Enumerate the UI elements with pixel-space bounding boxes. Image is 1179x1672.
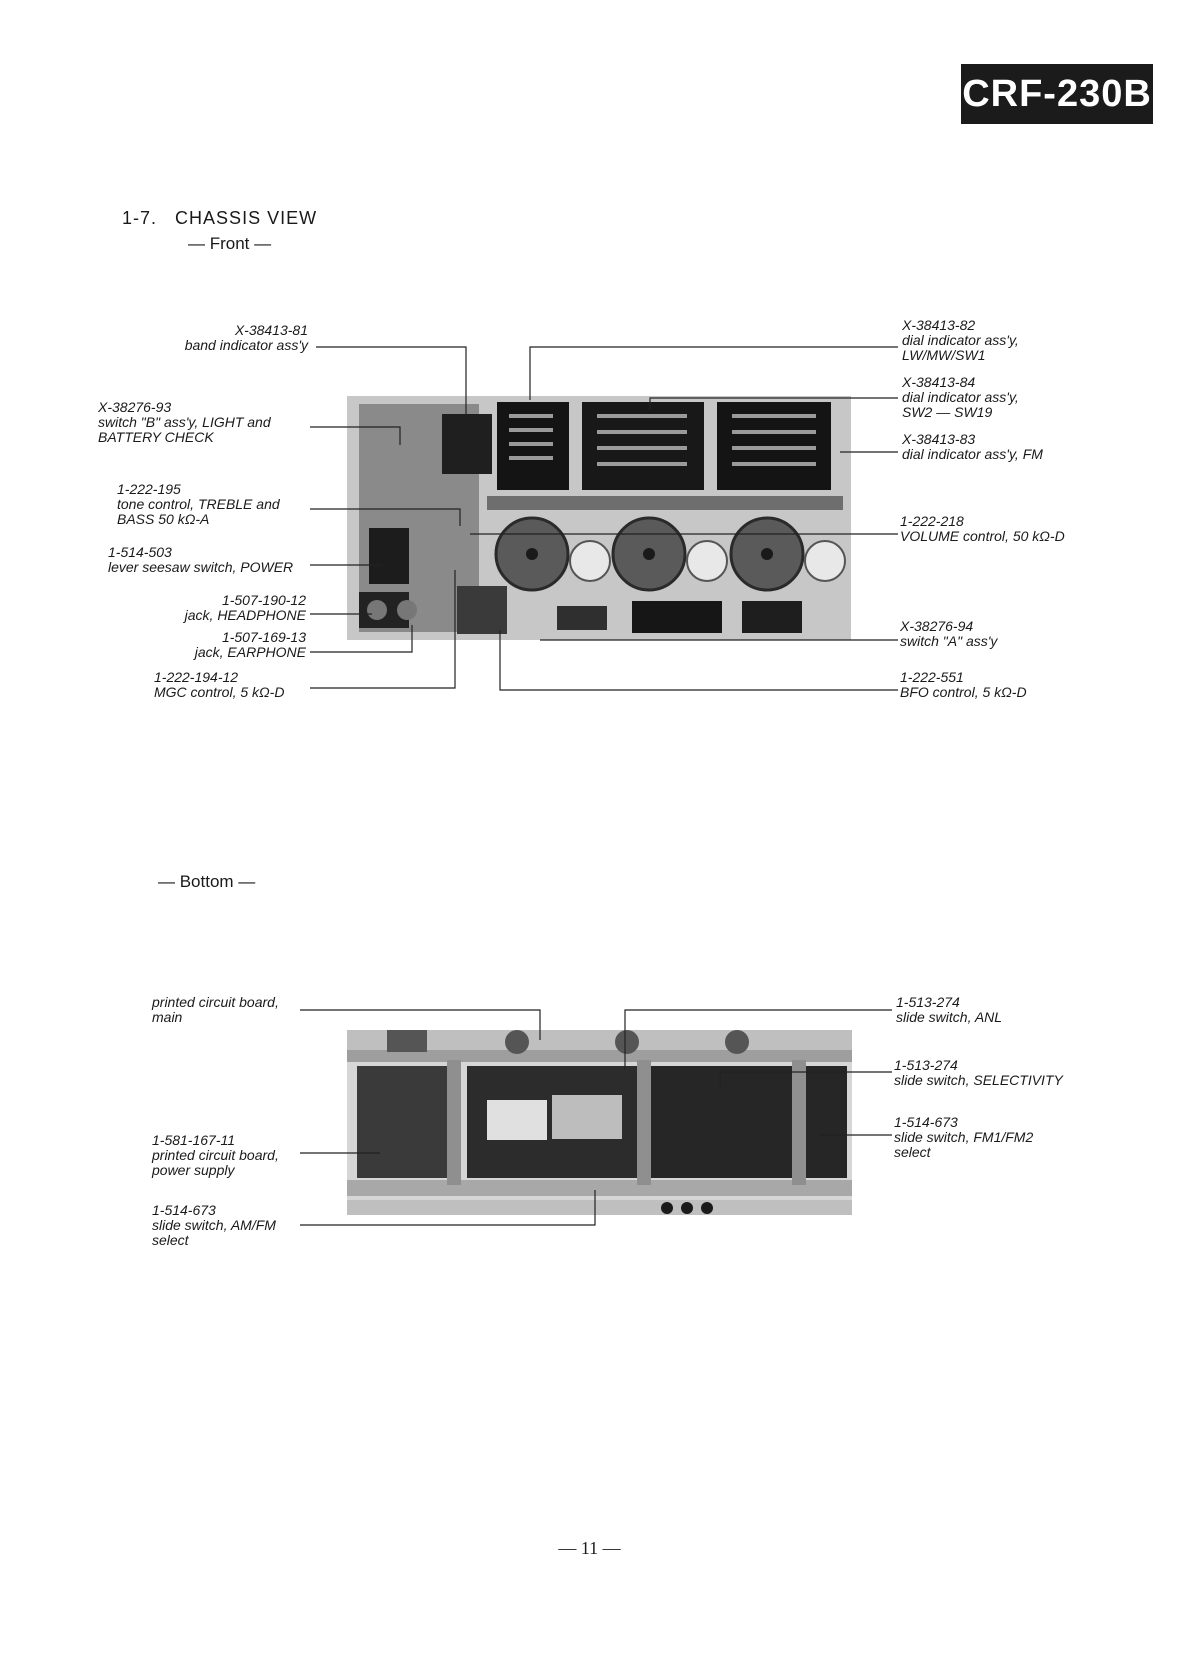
bottom-subtitle: — Bottom — xyxy=(158,872,256,891)
section-heading: 1-7. CHASSIS VIEW xyxy=(122,208,317,229)
model-badge: CRF-230B xyxy=(961,64,1153,124)
front-subtitle: — Front — xyxy=(188,234,272,253)
front-chassis-photo xyxy=(347,396,851,640)
section-number: 1-7. xyxy=(122,208,158,228)
bottom-chassis-photo xyxy=(347,1030,852,1215)
label-pcb-main: printed circuit board,main xyxy=(152,994,279,1025)
page-number: — 11 — xyxy=(558,1538,621,1558)
section-title: CHASSIS VIEW xyxy=(175,208,318,228)
